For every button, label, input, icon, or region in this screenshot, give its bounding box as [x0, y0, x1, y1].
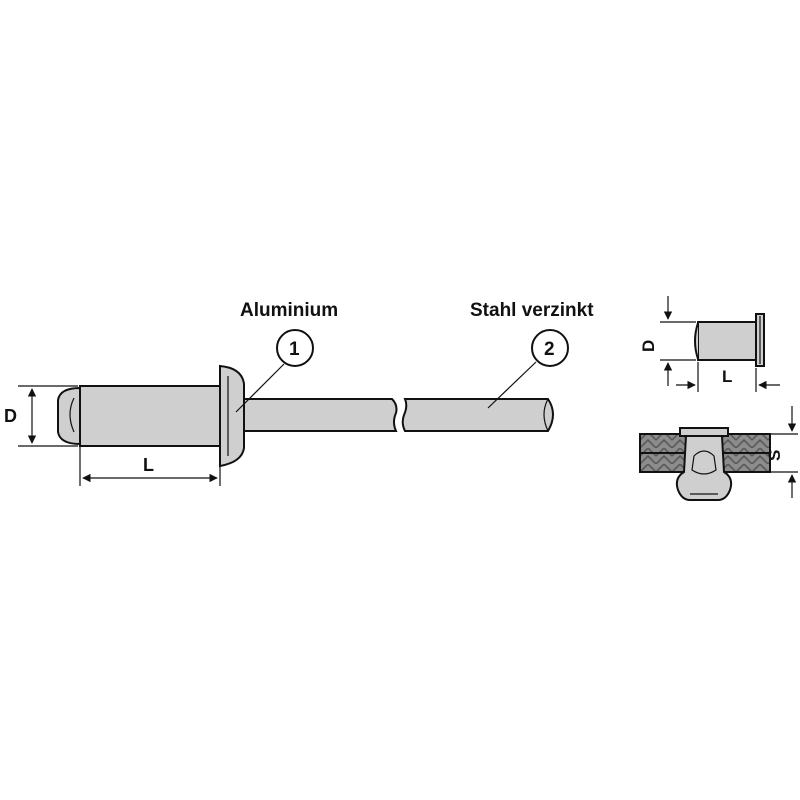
dimension-s: S: [765, 406, 798, 498]
small-rivet-tip: [694, 322, 699, 360]
leader-line: [235, 363, 285, 413]
callout-circle: [531, 329, 569, 367]
leader-line: [487, 361, 537, 409]
material-label-steel: Stahl verzinkt: [470, 300, 594, 321]
dimension-label-l: L: [143, 455, 154, 475]
dimension-d-small: D: [639, 296, 696, 386]
small-rivet-body: [697, 321, 757, 361]
rivet-flange: [219, 364, 245, 468]
mandrel-head: [57, 386, 81, 446]
mandrel-head-inner: [69, 397, 75, 433]
installed-mandrel: [691, 450, 717, 475]
rivet-small-view: D L: [639, 296, 780, 392]
callout-2: 2 Stahl verzinkt: [470, 300, 594, 409]
dimension-label-l-small: L: [722, 367, 732, 386]
callout-number: 2: [544, 339, 555, 360]
callout-number: 1: [289, 339, 300, 360]
installed-rivet-shank: [675, 435, 733, 501]
callout-1: 1 Aluminium: [235, 300, 338, 413]
dimension-label-d: D: [4, 406, 17, 426]
mandrel-left: [235, 398, 398, 432]
rivet-body: [79, 385, 221, 447]
mandrel-end: [543, 398, 549, 432]
installed-rivet-head: [679, 427, 729, 437]
rivet-main-view: D L 1 Aluminium 2 Stahl verzinkt: [4, 300, 594, 486]
dimension-l-small: L: [676, 362, 780, 392]
dimension-label-s: S: [765, 450, 784, 461]
dimension-label-d-small: D: [639, 340, 658, 352]
callout-circle: [276, 329, 314, 367]
material-label-aluminium: Aluminium: [240, 300, 338, 321]
dimension-l-main: L: [79, 446, 221, 486]
mandrel-right: [401, 398, 554, 432]
rivet-installed-view: S: [639, 406, 798, 501]
dimension-d-main: D: [4, 385, 78, 447]
